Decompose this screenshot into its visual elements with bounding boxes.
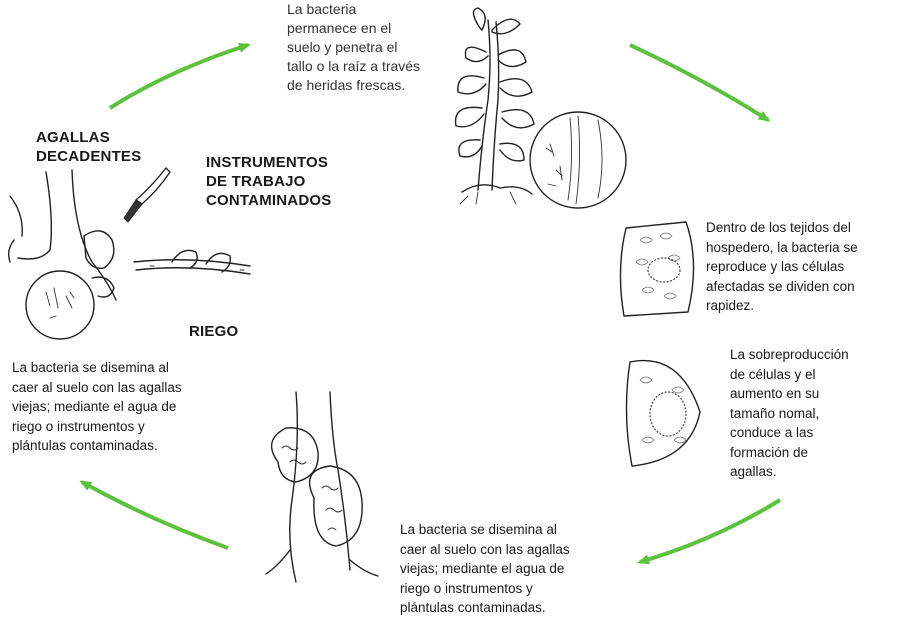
- decayed-gall-icon: [9, 170, 116, 339]
- climbing-plant-icon: [456, 8, 534, 204]
- galled-stem-icon: [266, 392, 378, 582]
- label-instrumentos: INSTRUMENTOS DE TRABAJO CONTAMINADOS: [206, 153, 331, 210]
- right-description-tissue: Dentro de los tejidos del hospedero, la …: [706, 218, 896, 316]
- left-description: La bacteria se disemina al caer al suelo…: [12, 358, 242, 456]
- knife-icon: [124, 168, 170, 222]
- top-description: La bacteria permanece en el suelo y pene…: [287, 0, 420, 95]
- label-agallas-decadentes: AGALLAS DECADENTES: [36, 128, 141, 166]
- branch-icon: [134, 250, 250, 274]
- bottom-description: La bacteria se disemina al caer al suelo…: [400, 520, 640, 618]
- right-description-gall: La sobreproducción de células y el aumen…: [730, 345, 895, 482]
- bacteria-magnifier-icon: [530, 112, 626, 208]
- label-riego: RIEGO: [189, 322, 238, 341]
- tissue-section-icon: [620, 222, 693, 316]
- gall-section-icon: [626, 361, 700, 466]
